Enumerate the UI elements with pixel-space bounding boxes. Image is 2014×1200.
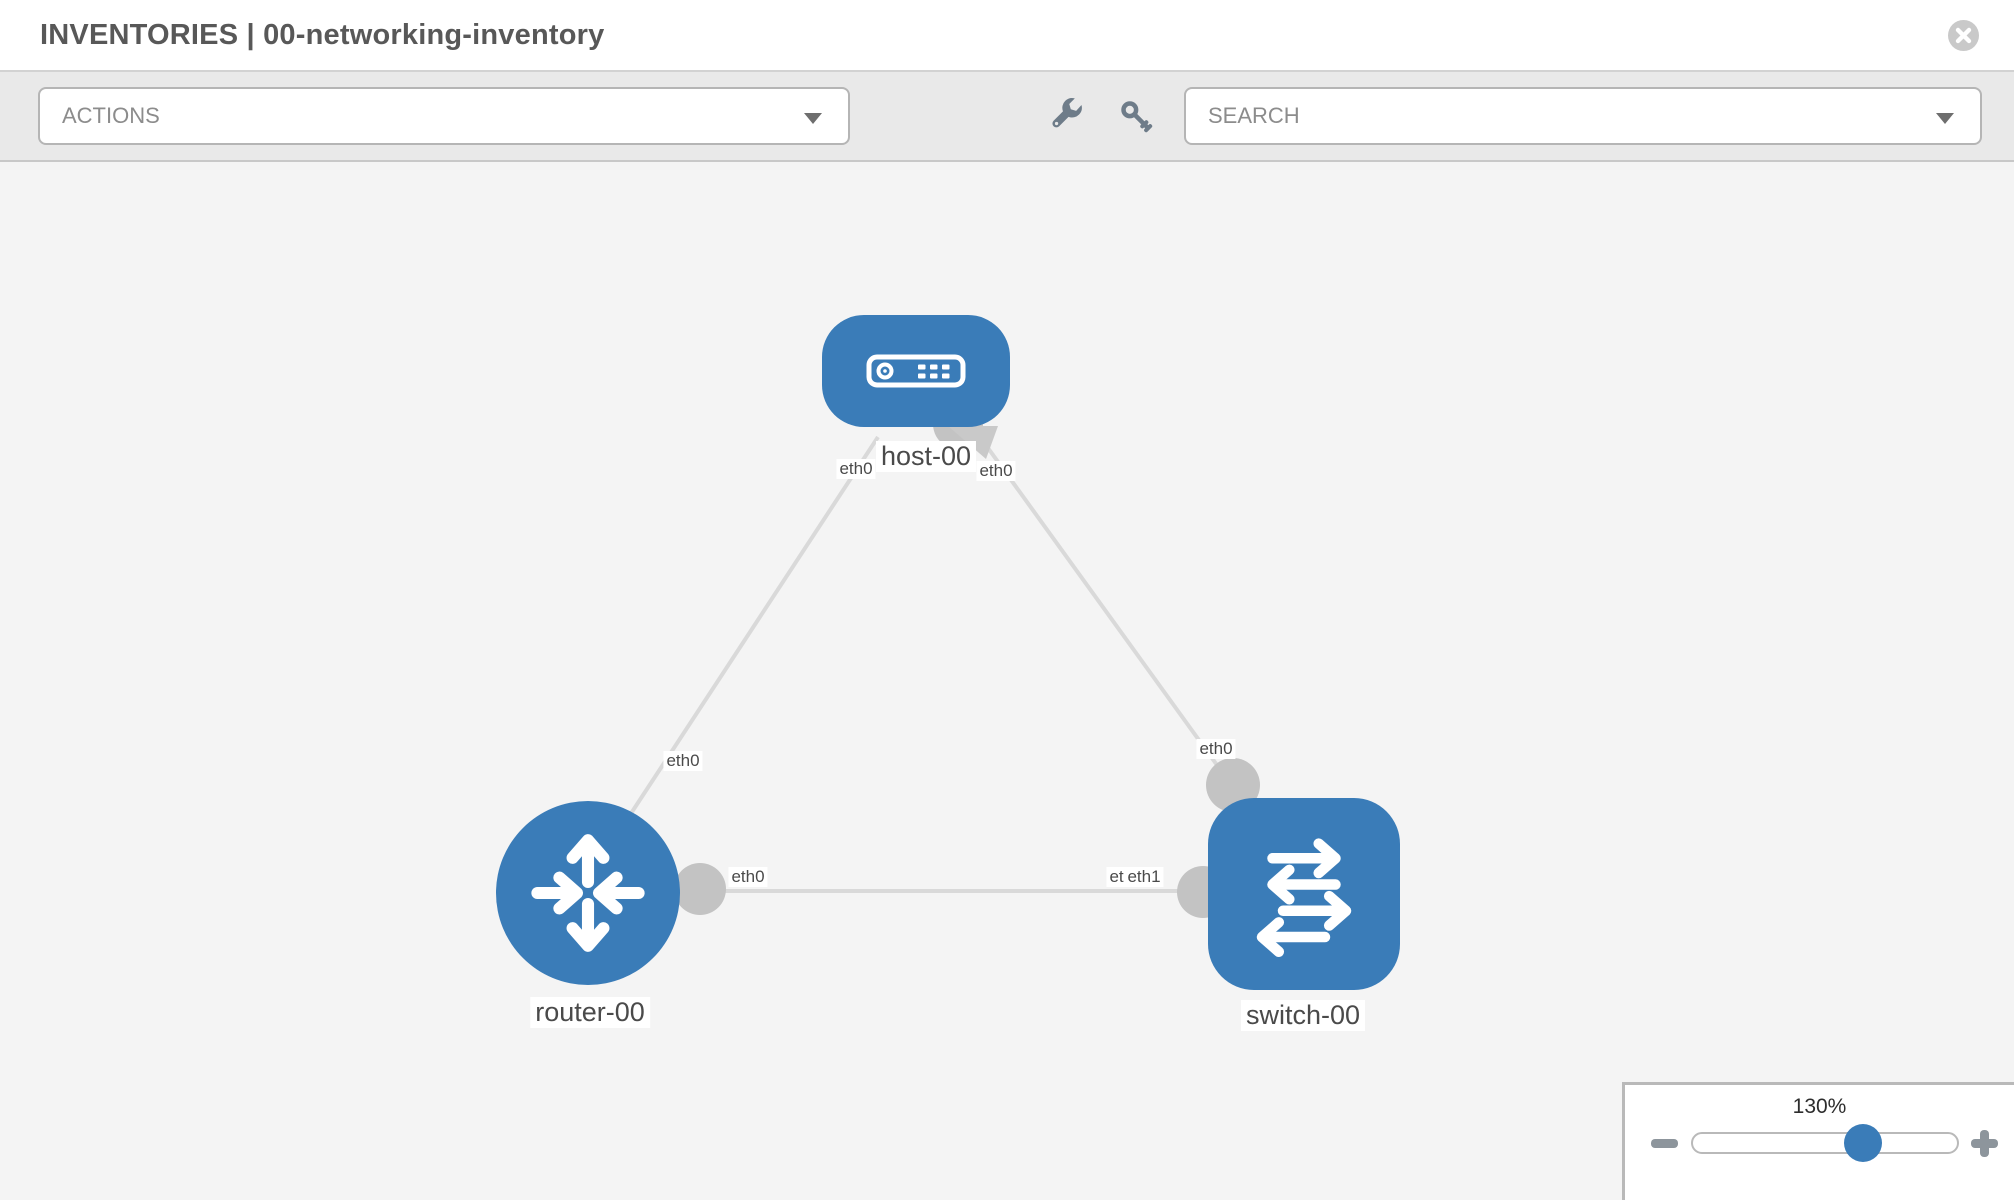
chevron-down-icon <box>804 113 822 124</box>
wrench-icon[interactable] <box>1048 96 1086 139</box>
zoom-out-button[interactable] <box>1651 1139 1678 1148</box>
chevron-down-icon <box>1936 113 1954 124</box>
switch-icon <box>1256 838 1352 957</box>
node-router-00[interactable] <box>496 801 680 985</box>
router-icon <box>531 834 645 952</box>
search-dropdown[interactable]: SEARCH <box>1184 87 1982 145</box>
topology-links-layer <box>626 399 1260 918</box>
page-title: INVENTORIES | 00-networking-inventory <box>40 19 605 51</box>
iface-label-router-to-host: eth0 <box>663 751 703 771</box>
node-label-host: host-00 <box>875 441 977 472</box>
toolbar: ACTIONS SEARCH <box>0 72 2014 162</box>
topology-canvas[interactable]: host-00 router-00 <box>0 162 2014 1200</box>
iface-label-router-to-switch: eth0 <box>728 867 768 887</box>
zoom-in-button[interactable] <box>1971 1130 1998 1157</box>
zoom-control-panel: 130% <box>1622 1082 2014 1200</box>
interface-connector-router[interactable] <box>674 863 726 915</box>
iface-label-switch-to-router: eth1 <box>1124 867 1164 887</box>
link-host-switch[interactable] <box>973 428 1237 792</box>
search-dropdown-label: SEARCH <box>1208 103 1300 128</box>
zoom-slider-track[interactable] <box>1691 1132 1959 1154</box>
header: INVENTORIES | 00-networking-inventory <box>0 0 2014 72</box>
iface-label-host-to-router: eth0 <box>836 459 876 479</box>
node-switch-00[interactable] <box>1208 798 1400 990</box>
key-icon[interactable] <box>1118 98 1154 139</box>
zoom-level-value: 130% <box>1792 1095 1847 1118</box>
zoom-slider-thumb[interactable] <box>1844 1124 1882 1162</box>
iface-label-host-to-switch: eth0 <box>976 461 1016 481</box>
iface-label-switch-to-host: eth0 <box>1196 739 1236 759</box>
host-icon <box>866 354 966 388</box>
close-icon[interactable] <box>1948 20 1979 51</box>
node-label-switch: switch-00 <box>1240 1000 1366 1031</box>
actions-dropdown-label: ACTIONS <box>62 103 160 128</box>
node-label-router: router-00 <box>530 997 650 1028</box>
node-host-00[interactable] <box>822 315 1010 427</box>
actions-dropdown[interactable]: ACTIONS <box>38 87 850 145</box>
